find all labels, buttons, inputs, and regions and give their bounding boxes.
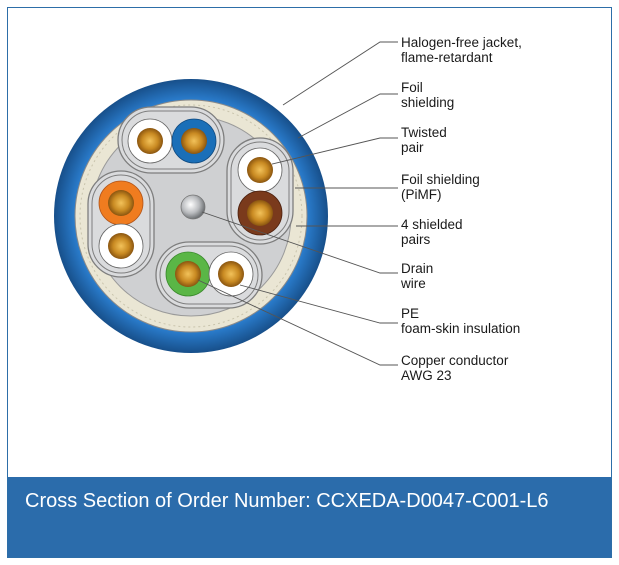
svg-text:AWG 23: AWG 23 [401, 368, 452, 383]
label-pe-insulation: PE foam-skin insulation [401, 306, 520, 336]
svg-text:flame-retardant: flame-retardant [401, 50, 493, 65]
svg-text:foam-skin insulation: foam-skin insulation [401, 321, 520, 336]
svg-text:PE: PE [401, 306, 419, 321]
label-shielded-pairs: 4 shielded pairs [401, 217, 463, 247]
pair-top [117, 106, 225, 174]
pair-bottom [155, 241, 263, 309]
cable-cross-section-diagram: Halogen-free jacket, flame-retardant Foi… [54, 35, 522, 383]
label-foil-shielding: Foil shielding [401, 80, 454, 110]
svg-text:pairs: pairs [401, 232, 431, 247]
label-jacket: Halogen-free jacket, flame-retardant [401, 35, 522, 65]
caption-bar: Cross Section of Order Number: CCXEDA-D0… [8, 477, 611, 557]
drain-wire [180, 194, 206, 220]
pair-left [87, 170, 155, 278]
label-drain-wire: Drain wire [400, 261, 433, 291]
svg-text:Foil shielding: Foil shielding [401, 172, 480, 187]
svg-text:Twisted: Twisted [401, 125, 447, 140]
svg-text:pair: pair [401, 140, 424, 155]
label-foil-shielding-pimf: Foil shielding (PiMF) [401, 172, 480, 202]
pair-right [226, 137, 294, 245]
svg-text:(PiMF): (PiMF) [401, 187, 442, 202]
svg-text:Drain: Drain [401, 261, 433, 276]
svg-text:wire: wire [400, 276, 426, 291]
label-twisted-pair: Twisted pair [401, 125, 447, 155]
figure-frame: Halogen-free jacket, flame-retardant Foi… [7, 7, 612, 558]
svg-text:shielding: shielding [401, 95, 454, 110]
caption-text: Cross Section of Order Number: CCXEDA-D0… [25, 490, 549, 512]
label-copper-conductor: Copper conductor AWG 23 [401, 353, 509, 383]
svg-text:Foil: Foil [401, 80, 423, 95]
leader-lines [197, 41, 398, 366]
svg-text:Halogen-free jacket,: Halogen-free jacket, [401, 35, 522, 50]
svg-text:Copper conductor: Copper conductor [401, 353, 509, 368]
svg-text:4 shielded: 4 shielded [401, 217, 463, 232]
